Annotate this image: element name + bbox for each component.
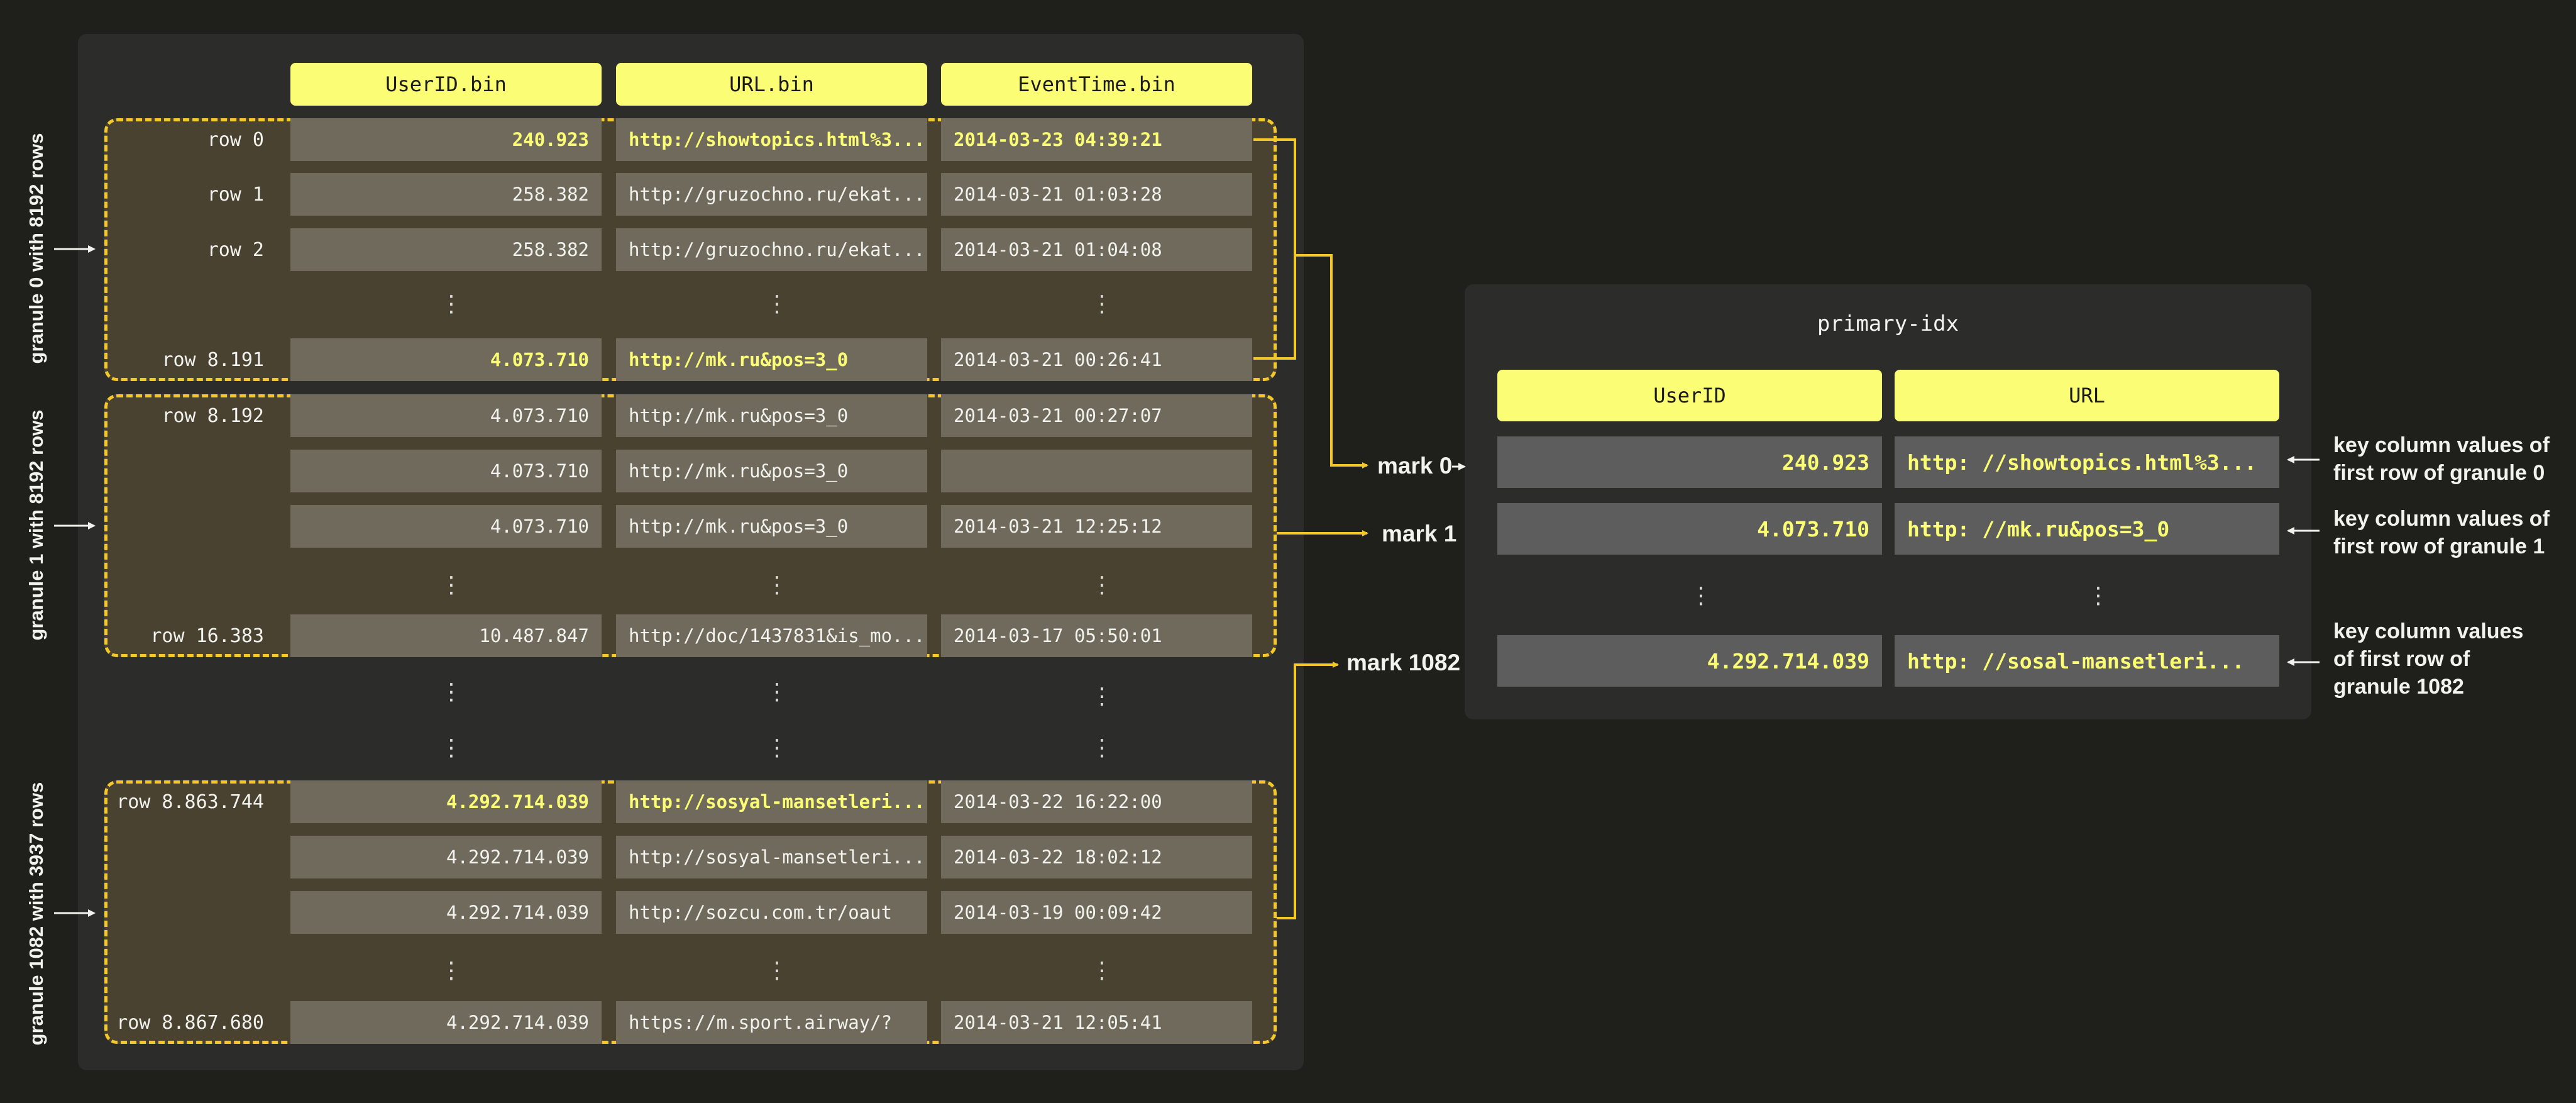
index-userid-cell: 4.292.714.039	[1497, 635, 1882, 687]
note-line: of first row of	[2333, 647, 2470, 672]
userid-cell: 4.073.710	[290, 505, 602, 548]
userid-cell: 258.382	[290, 228, 602, 271]
granule-0-bracket	[1253, 138, 1296, 360]
mark-1082-connector	[1277, 662, 1339, 919]
userid-cell: 10.487.847	[290, 614, 602, 657]
eventtime-cell: 2014-03-19 00:09:42	[941, 891, 1252, 934]
eventtime-cell: 2014-03-21 00:27:07	[941, 394, 1252, 437]
userid-cell: 240.923	[290, 118, 602, 161]
row-label: row 1	[207, 183, 264, 206]
url-cell: http://sosyal-mansetleri...	[616, 780, 927, 823]
url-cell: http://mk.ru&pos=3_0	[616, 338, 927, 381]
index-note-granule-1082: key column values of first row of granul…	[2333, 618, 2523, 701]
userid-cell: 4.292.714.039	[290, 1001, 602, 1044]
note-line: first row of granule 0	[2333, 461, 2545, 485]
note-line: first row of granule 1	[2333, 535, 2545, 559]
column-header-eventtime: EventTime.bin	[941, 63, 1252, 106]
mark-1-label: mark 1	[1382, 521, 1457, 546]
row-label: row 8.867.680	[116, 1011, 264, 1034]
eventtime-cell	[941, 450, 1252, 492]
index-header-userid: UserID	[1497, 370, 1882, 421]
eventtime-cell: 2014-03-22 18:02:12	[941, 836, 1252, 879]
row-label: row 16.383	[150, 624, 264, 647]
index-userid-cell: 4.073.710	[1497, 503, 1882, 555]
url-cell: http://gruzochno.ru/ekat...	[616, 228, 927, 271]
userid-cell: 4.292.714.039	[290, 891, 602, 934]
column-header-userid: UserID.bin	[290, 63, 602, 106]
eventtime-cell: 2014-03-21 01:03:28	[941, 173, 1252, 216]
index-userid-cell: 240.923	[1497, 436, 1882, 488]
url-cell: http://sozcu.com.tr/oaut	[616, 891, 927, 934]
index-url-cell: http: //showtopics.html%3...	[1895, 436, 2279, 488]
note-line: key column values of	[2333, 433, 2550, 457]
eventtime-cell: 2014-03-21 00:26:41	[941, 338, 1252, 381]
note-line: key column values	[2333, 619, 2524, 643]
row-label: row 8.191	[162, 348, 264, 371]
userid-cell: 4.292.714.039	[290, 836, 602, 879]
userid-cell: 4.073.710	[290, 450, 602, 492]
note-line: key column values of	[2333, 507, 2550, 531]
userid-cell: 4.292.714.039	[290, 780, 602, 823]
index-note-granule-1: key column values of first row of granul…	[2333, 505, 2550, 560]
url-cell: http://doc/1437831&is_mo...	[616, 614, 927, 657]
userid-cell: 4.073.710	[290, 338, 602, 381]
url-cell: http://mk.ru&pos=3_0	[616, 394, 927, 437]
eventtime-cell: 2014-03-17 05:50:01	[941, 614, 1252, 657]
url-cell: https://m.sport.airway/?	[616, 1001, 927, 1044]
userid-cell: 4.073.710	[290, 394, 602, 437]
row-label: row 8.863.744	[116, 790, 264, 813]
url-cell: http://gruzochno.ru/ekat...	[616, 173, 927, 216]
eventtime-cell: 2014-03-21 01:04:08	[941, 228, 1252, 271]
url-cell: http://sosyal-mansetleri...	[616, 836, 927, 879]
userid-cell: 258.382	[290, 173, 602, 216]
index-note-granule-0: key column values of first row of granul…	[2333, 431, 2550, 487]
primary-index-title: primary-idx	[1817, 311, 1959, 336]
row-label: row 2	[207, 238, 264, 261]
column-header-url: URL.bin	[616, 63, 927, 106]
index-header-url: URL	[1895, 370, 2279, 421]
eventtime-cell: 2014-03-23 04:39:21	[941, 118, 1252, 161]
row-label: row 0	[207, 128, 264, 151]
url-cell: http://showtopics.html%3...	[616, 118, 927, 161]
url-cell: http://mk.ru&pos=3_0	[616, 450, 927, 492]
mark-1082-label: mark 1082	[1346, 650, 1461, 675]
eventtime-cell: 2014-03-22 16:22:00	[941, 780, 1252, 823]
index-url-cell: http: //sosal-mansetleri...	[1895, 635, 2279, 687]
url-cell: http://mk.ru&pos=3_0	[616, 505, 927, 548]
eventtime-cell: 2014-03-21 12:05:41	[941, 1001, 1252, 1044]
index-url-cell: http: //mk.ru&pos=3_0	[1895, 503, 2279, 555]
mark-0-label: mark 0	[1377, 453, 1453, 479]
row-label: row 8.192	[162, 404, 264, 427]
eventtime-cell: 2014-03-21 12:25:12	[941, 505, 1252, 548]
note-line: granule 1082	[2333, 675, 2464, 699]
mark-0-connector	[1295, 254, 1368, 468]
